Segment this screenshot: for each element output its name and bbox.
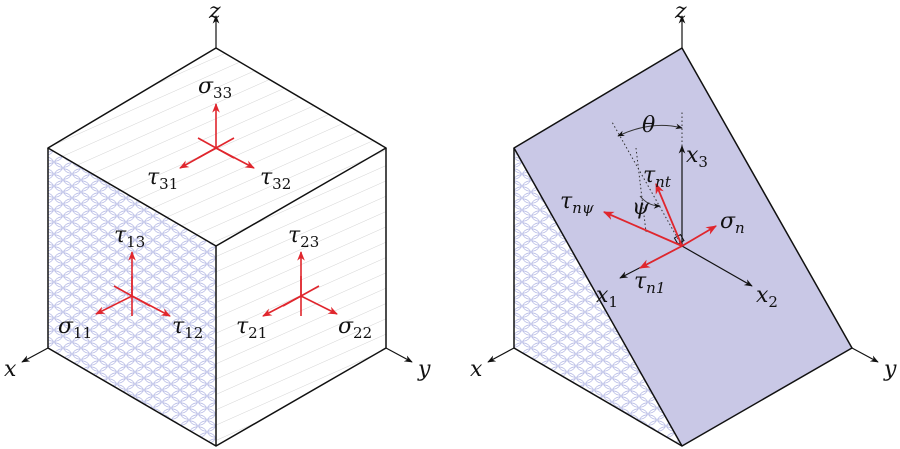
tau-23-label: τ23 xyxy=(288,223,319,251)
sigma-22-label: σ22 xyxy=(338,314,372,342)
plane-stress-arrows xyxy=(603,183,717,269)
tau-12-label: τ12 xyxy=(172,314,203,342)
left-z-label: z xyxy=(208,0,221,24)
theta-arc xyxy=(617,123,683,137)
tau-n1-label: τn1 xyxy=(634,269,665,297)
sigma-n-label: σn xyxy=(720,209,745,237)
top-face-stresses xyxy=(179,103,255,169)
tau-npsi-label: τnψ xyxy=(560,189,594,217)
x2-label: x2 xyxy=(756,283,778,311)
right-wedge: z x y θ ψ x3 x1 x2 τnt τnψ σn τn1 xyxy=(470,0,897,447)
tau-nt-label: τnt xyxy=(643,163,672,191)
left-y-axis xyxy=(385,347,413,363)
left-face-stresses xyxy=(95,251,171,317)
sigma-33-label: σ33 xyxy=(198,74,232,102)
psi-arc xyxy=(639,195,661,209)
right-face-stresses xyxy=(262,251,338,317)
cube-outline xyxy=(47,47,387,447)
tau-21-label: τ21 xyxy=(236,314,267,342)
x1-label: x1 xyxy=(596,283,618,311)
wedge-outline xyxy=(513,47,853,447)
right-x-axis xyxy=(487,347,515,363)
psi-label: ψ xyxy=(632,195,650,220)
left-x-label: x xyxy=(4,357,17,382)
right-x-label: x xyxy=(470,357,483,382)
tau-13-label: τ13 xyxy=(114,223,145,251)
left-y-label: y xyxy=(417,357,431,382)
tau-32-label: τ32 xyxy=(260,165,291,193)
left-x-axis xyxy=(21,347,49,363)
tau-31-label: τ31 xyxy=(147,165,178,193)
sigma-11-label: σ11 xyxy=(58,314,92,342)
right-z-label: z xyxy=(674,0,687,24)
right-y-label: y xyxy=(883,357,897,382)
left-cube: z x y σ33 τ31 τ32 τ13 σ11 τ12 τ23 τ21 σ2… xyxy=(4,0,431,447)
x3-label: x3 xyxy=(686,143,708,171)
right-y-axis xyxy=(851,347,879,363)
theta-label: θ xyxy=(642,113,655,138)
